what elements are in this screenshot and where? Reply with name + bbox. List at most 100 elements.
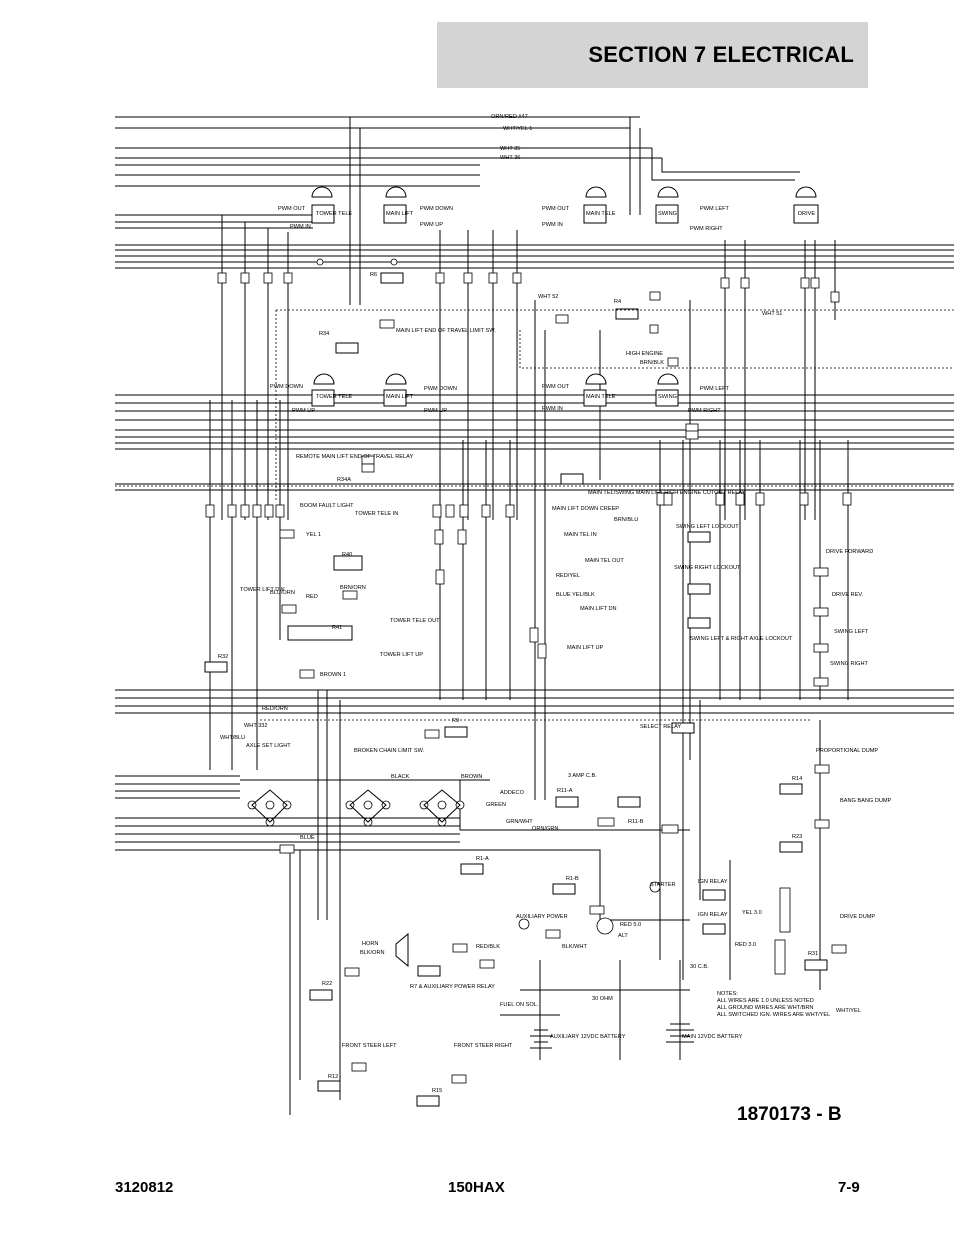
label-red-yel: RED/YEL bbox=[556, 573, 580, 579]
joystick-label: MAIN LIFT bbox=[386, 394, 414, 400]
relay-label: R7 & AUXILIARY POWER RELAY bbox=[410, 984, 495, 990]
label-swing-right: SWING RIGHT bbox=[830, 661, 868, 667]
wire-label: WHT 36 bbox=[500, 155, 520, 161]
label-brown-1: BROWN 1 bbox=[320, 672, 346, 678]
label-brn-blu: BRN/BLU bbox=[614, 517, 638, 523]
joystick-label: SWING bbox=[658, 394, 677, 400]
joystick-label: TOWER TELE bbox=[316, 211, 352, 217]
label-proportional-dump: PROPORTIONAL DUMP bbox=[816, 748, 878, 754]
label-fuel-sol: FUEL ON SOL. bbox=[500, 1002, 539, 1008]
label-red-orn: RED/ORN bbox=[262, 706, 288, 712]
relay-label: R32 bbox=[218, 654, 228, 660]
label-red: RED bbox=[306, 594, 318, 600]
label-drive-dump: DRIVE DUMP bbox=[840, 914, 875, 920]
label-black: BLACK bbox=[391, 774, 410, 780]
joystick-label: SWING bbox=[658, 211, 677, 217]
joystick-in: PWM UP bbox=[420, 222, 443, 228]
relay-label: R31 bbox=[808, 951, 818, 957]
label-main-battery: MAIN 12VDC BATTERY bbox=[682, 1034, 743, 1040]
label-red-3: RED 3.0 bbox=[735, 942, 756, 948]
joystick-out: PWM LEFT bbox=[700, 206, 729, 212]
footer-doc-number: 3120812 bbox=[115, 1179, 174, 1196]
joystick-out: PWM OUT bbox=[542, 384, 570, 390]
label-orn-grn: ORN/GRN bbox=[532, 826, 558, 832]
footer-page-number: 7-9 bbox=[838, 1179, 860, 1196]
wire-label: ORN/RED #47 bbox=[491, 114, 528, 120]
footer-model: 150HAX bbox=[448, 1179, 505, 1196]
label-main-lift-up: MAIN LIFT UP bbox=[567, 645, 604, 651]
relay-label: R12 bbox=[328, 1074, 338, 1080]
label-front-steer-right: FRONT STEER RIGHT bbox=[454, 1043, 513, 1049]
label-horn: HORN bbox=[362, 941, 378, 947]
label-blu-orn: BLU/ORN bbox=[270, 590, 295, 596]
label-wht-yel: WHT/YEL bbox=[836, 1008, 861, 1014]
relay-label: R41 bbox=[332, 625, 342, 631]
label-drive-rev: DRIVE REV. bbox=[832, 592, 864, 598]
label-brown: BROWN bbox=[461, 774, 482, 780]
label-select-relay: SELECT RELAY bbox=[640, 724, 681, 730]
relay-label: R34 bbox=[319, 331, 329, 337]
label-30-ohm: 30 OHM bbox=[592, 996, 613, 1002]
joystick-in: PWM UP bbox=[424, 408, 447, 414]
label-3-amp-cb: 3 AMP C.B. bbox=[568, 773, 597, 779]
joystick-out: PWM OUT bbox=[278, 206, 306, 212]
label-main-lift-limit: MAIN LIFT END OF TRAVEL LIMIT SW. bbox=[396, 328, 496, 334]
wire-label: WHT 35 bbox=[500, 146, 520, 152]
relay-label: R1-A bbox=[476, 856, 489, 862]
relay-label: IGN RELAY bbox=[698, 879, 728, 885]
relay-label: R34A bbox=[337, 477, 351, 483]
label-blk-wht: BLK/WHT bbox=[562, 944, 587, 950]
joystick-out: PWM OUT bbox=[542, 206, 570, 212]
relay-label: R1-B bbox=[566, 876, 579, 882]
label-starter: STARTER bbox=[650, 882, 676, 888]
label-drive-forward: DRIVE FORWARD bbox=[826, 549, 873, 555]
label-wht-332: WHT 332 bbox=[244, 723, 268, 729]
label-wht-51: WHT 51 bbox=[762, 311, 782, 317]
label-bang-bang-dump: BANG BANG DUMP bbox=[840, 798, 892, 804]
label-main-tel-in: MAIN TEL IN bbox=[564, 532, 597, 538]
notes-line: ALL GROUND WIRES ARE WHT/BRN bbox=[717, 1005, 813, 1011]
joystick-in: PWM IN bbox=[290, 224, 311, 230]
relay-label: R9 bbox=[452, 718, 459, 724]
label-wht-blu: WHT/BLU bbox=[220, 735, 245, 741]
joystick-label: MAIN TELE bbox=[586, 211, 616, 217]
label-broken-chain: BROKEN CHAIN LIMIT SW. bbox=[354, 748, 425, 754]
label-wht-52: WHT 52 bbox=[538, 294, 558, 300]
joystick-in: PWM IN bbox=[542, 406, 563, 412]
label-tower-tele-in: TOWER TELE IN bbox=[355, 511, 398, 517]
label-down-creep: MAIN LIFT DOWN CREEP bbox=[552, 506, 619, 512]
label-yel-1: YEL 1 bbox=[306, 532, 321, 538]
section-title: SECTION 7 ELECTRICAL bbox=[588, 42, 854, 67]
label-brn-blk: BRN/BLK bbox=[640, 360, 664, 366]
joystick-label: DRIVE bbox=[798, 211, 815, 217]
relay-label: R11-B bbox=[628, 819, 644, 825]
joystick-in: PWM IN bbox=[542, 222, 563, 228]
joystick-out: PWM DOWN bbox=[420, 206, 453, 212]
notes-line: ALL WIRES ARE 1.0 UNLESS NOTED bbox=[717, 998, 814, 1004]
label-red-5: RED 5.0 bbox=[620, 922, 641, 928]
relay-label: IGN RELAY bbox=[698, 912, 728, 918]
joystick-in: PWM UP bbox=[292, 408, 315, 414]
joystick-label: MAIN LIFT bbox=[386, 211, 414, 217]
label-grn-wht: GRN/WHT bbox=[506, 819, 533, 825]
label-blue: BLUE bbox=[300, 835, 315, 841]
relay-label: R14 bbox=[792, 776, 802, 782]
label-aux-power: AUXILIARY POWER bbox=[516, 914, 568, 920]
section-banner: SECTION 7 ELECTRICAL bbox=[437, 22, 868, 88]
drawing-number: 1870173 - B bbox=[737, 1104, 842, 1125]
relay-label: R22 bbox=[322, 981, 332, 987]
joystick-in: PWM RIGHT bbox=[688, 408, 721, 414]
label-addeco: ADDECO bbox=[500, 790, 525, 796]
wire-label: WHT/YEL 1 bbox=[503, 126, 532, 132]
label-tower-lift-dw: TOWER LIFT DW bbox=[240, 587, 285, 593]
joystick-out: PWM DOWN bbox=[270, 384, 303, 390]
label-swing-left-lockout: SWING LEFT LOCKOUT bbox=[676, 524, 739, 530]
relay-label: R40 bbox=[342, 552, 352, 558]
label-swing-left: SWING LEFT bbox=[834, 629, 869, 635]
relay-label: R23 bbox=[792, 834, 802, 840]
label-red-blk: RED/BLK bbox=[476, 944, 500, 950]
label-brn-orn: BRN/ORN bbox=[340, 585, 366, 591]
label-cutout-relay: MAIN TEL/SWING MAIN LIFT HIGH ENGINE CUT… bbox=[588, 490, 746, 496]
label-axle-set-light: AXLE SET LIGHT bbox=[246, 743, 291, 749]
